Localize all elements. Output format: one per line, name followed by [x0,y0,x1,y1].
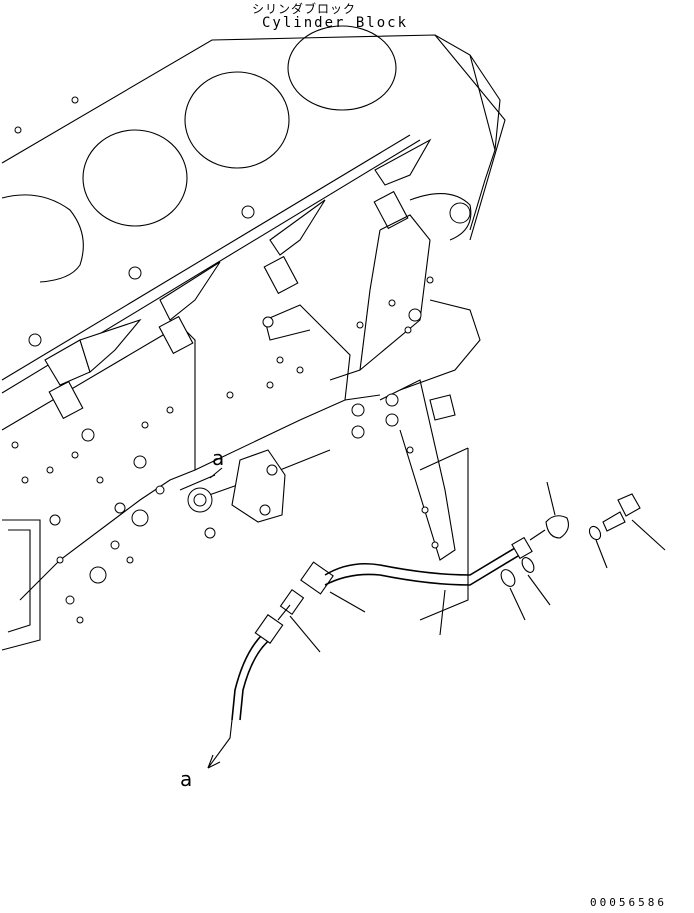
lower-ref-label: a [180,767,194,791]
leader-lines [289,481,666,653]
title-en-label: Cylinder Block [262,15,409,31]
cylinder-block [1,25,506,651]
block-face-holes [11,96,304,624]
injector-row [44,138,432,420]
hose-assembly [207,447,641,769]
upper-ref-label: a [212,446,226,470]
mounting-bracket [179,193,481,561]
title-jp-label: シリンダブロック [252,2,357,16]
drawing-number: 00056586 [590,896,667,909]
